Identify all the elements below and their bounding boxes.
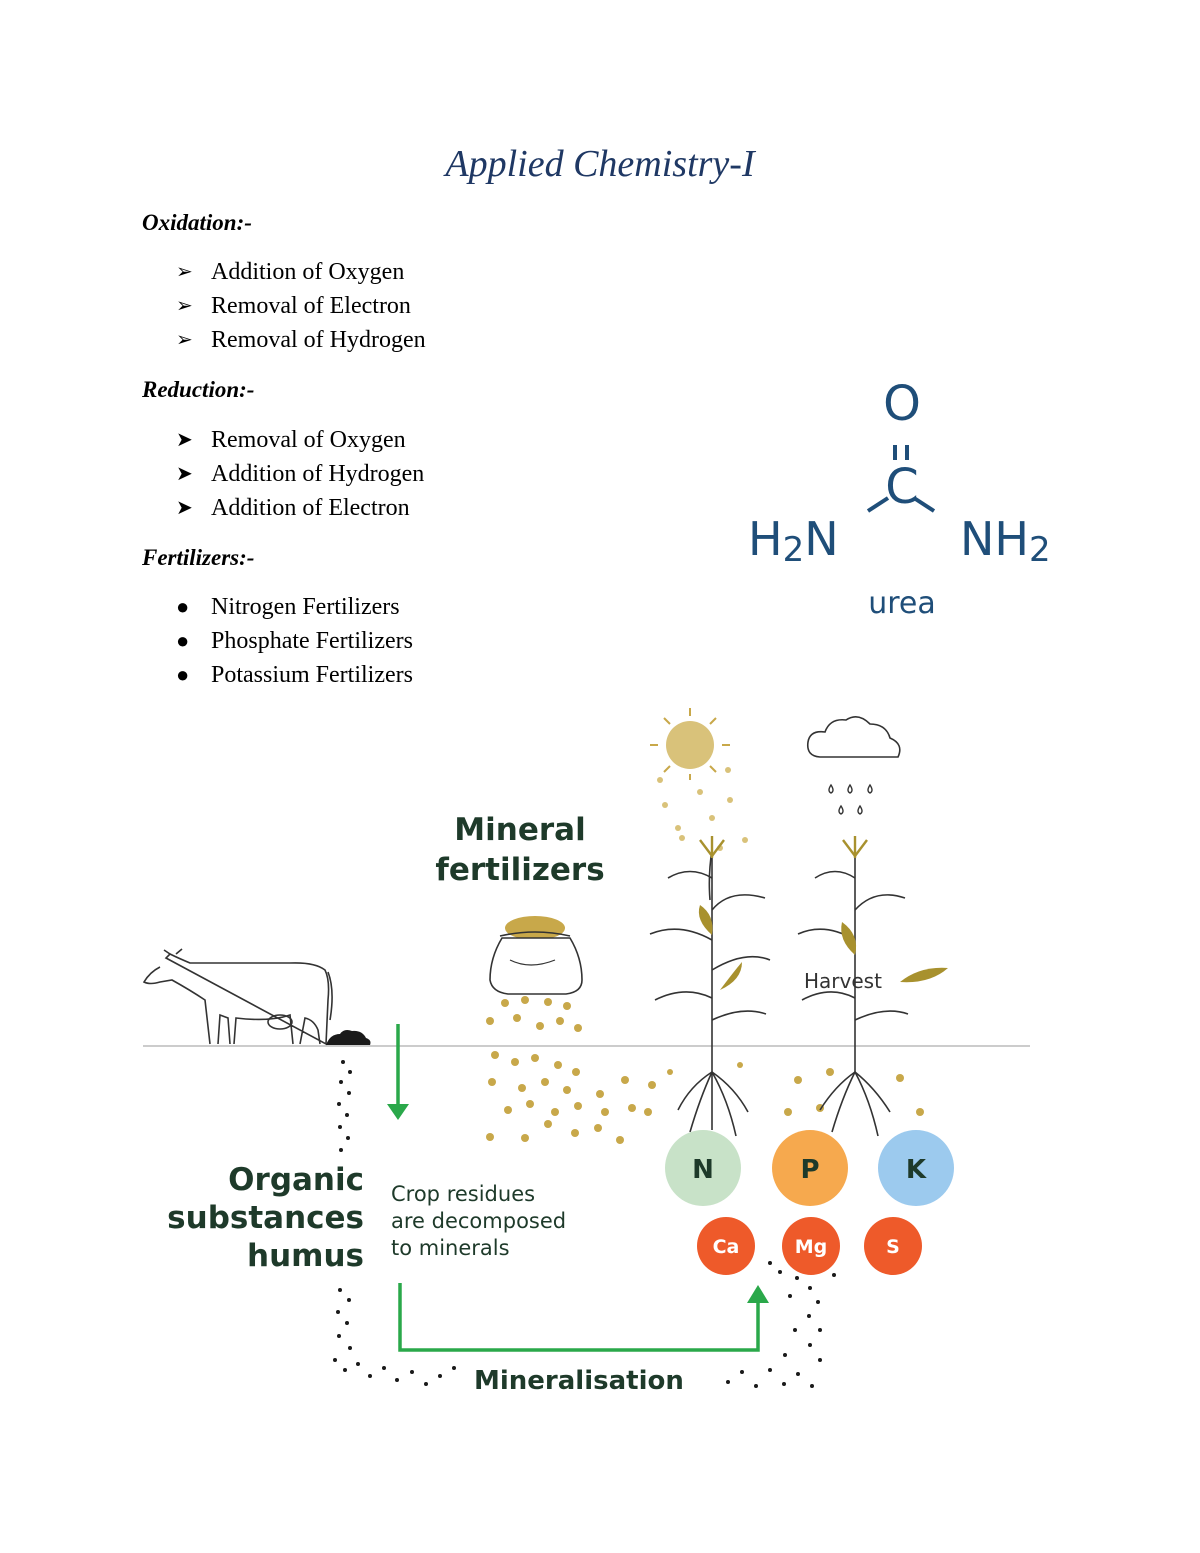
- arrow-bullet-icon: ➢: [176, 261, 193, 283]
- corn-plant-icon-1: [649, 836, 771, 1137]
- nutrient-p: P: [772, 1130, 848, 1206]
- down-arrowhead-icon: [387, 1104, 409, 1120]
- fertilizer-bag-icon: [489, 916, 583, 995]
- list-item: ➢Removal of Hydrogen: [176, 323, 426, 357]
- bullet-dot-icon: ●: [176, 628, 190, 653]
- oxidation-list: ➢Addition of Oxygen ➢Removal of Electron…: [176, 255, 426, 357]
- residues-line3: to minerals: [391, 1236, 510, 1260]
- arrow-bullet-icon: ➢: [176, 295, 193, 317]
- list-item: ➢Addition of Oxygen: [176, 255, 426, 289]
- list-item: ➤Removal of Oxygen: [176, 423, 424, 457]
- nutrient-ca: Ca: [697, 1217, 755, 1275]
- organic-title-line1: Organic: [228, 1162, 364, 1198]
- manure-icon: [326, 1030, 371, 1045]
- arrow-bullet-icon: ➤: [176, 497, 193, 519]
- svg-text:Mg: Mg: [795, 1236, 828, 1258]
- mineral-fertilizers-title-line1: Mineral: [454, 812, 585, 848]
- organic-title-line2: substances: [167, 1200, 364, 1236]
- cloud-icon: [806, 716, 901, 815]
- svg-text:Ca: Ca: [713, 1236, 740, 1258]
- arrow-bullet-icon: ➤: [176, 463, 193, 485]
- corn-plant-icon-2: [797, 836, 948, 1137]
- svg-text:P: P: [800, 1155, 819, 1185]
- nutrient-s: S: [864, 1217, 922, 1275]
- list-item: ➤Addition of Hydrogen: [176, 457, 424, 491]
- nutrient-mg: Mg: [782, 1217, 840, 1275]
- mineral-fertilizers-title-line2: fertilizers: [435, 852, 604, 888]
- right-amine-group: NH2: [960, 512, 1051, 570]
- mineralisation-label: Mineralisation: [474, 1366, 684, 1396]
- page-title: Applied Chemistry-I: [445, 143, 755, 185]
- nutrient-k: K: [878, 1130, 954, 1206]
- cow-icon: [142, 948, 333, 1046]
- nutrient-cycle-figure: Mineral fertilizers Organic substances h…: [142, 708, 1030, 1396]
- raindrops-icon: [828, 783, 873, 815]
- mineralisation-arrow: [398, 1283, 760, 1352]
- up-arrowhead-icon: [747, 1285, 769, 1303]
- left-amine-group: H2N: [748, 512, 839, 570]
- arrow-bullet-icon: ➤: [176, 429, 193, 451]
- residues-line2: are decomposed: [391, 1209, 566, 1233]
- dotted-soil-path: [333, 1060, 836, 1388]
- list-item: ●Phosphate Fertilizers: [176, 624, 413, 658]
- fertilizers-list: ●Nitrogen Fertilizers ●Phosphate Fertili…: [176, 590, 413, 692]
- sun-icon: [650, 708, 748, 851]
- svg-text:K: K: [906, 1155, 927, 1185]
- bond-right: [912, 496, 936, 513]
- organic-title-line3: humus: [247, 1238, 364, 1274]
- fertilizers-heading: Fertilizers:-: [142, 545, 255, 570]
- list-item: ➤Addition of Electron: [176, 491, 424, 525]
- urea-structure-diagram: O C H2N NH2 urea: [748, 376, 1051, 621]
- fertilizer-granules: [486, 996, 924, 1144]
- list-item: ●Nitrogen Fertilizers: [176, 590, 413, 624]
- atom-c: C: [885, 459, 919, 515]
- svg-text:N: N: [692, 1155, 714, 1185]
- nutrient-n: N: [665, 1130, 741, 1206]
- bullet-dot-icon: ●: [176, 594, 190, 619]
- reduction-heading: Reduction:-: [142, 377, 255, 402]
- reduction-list: ➤Removal of Oxygen ➤Addition of Hydrogen…: [176, 423, 424, 525]
- residues-line1: Crop residues: [391, 1182, 535, 1206]
- atom-o: O: [883, 376, 921, 432]
- list-item: ➢Removal of Electron: [176, 289, 426, 323]
- list-item: ●Potassium Fertilizers: [176, 658, 413, 692]
- harvest-label: Harvest: [804, 969, 882, 993]
- bullet-dot-icon: ●: [176, 662, 190, 687]
- svg-text:S: S: [886, 1236, 900, 1258]
- bond-left: [866, 496, 890, 513]
- oxidation-heading: Oxidation:-: [142, 210, 252, 235]
- urea-caption: urea: [868, 586, 936, 621]
- arrow-bullet-icon: ➢: [176, 329, 193, 351]
